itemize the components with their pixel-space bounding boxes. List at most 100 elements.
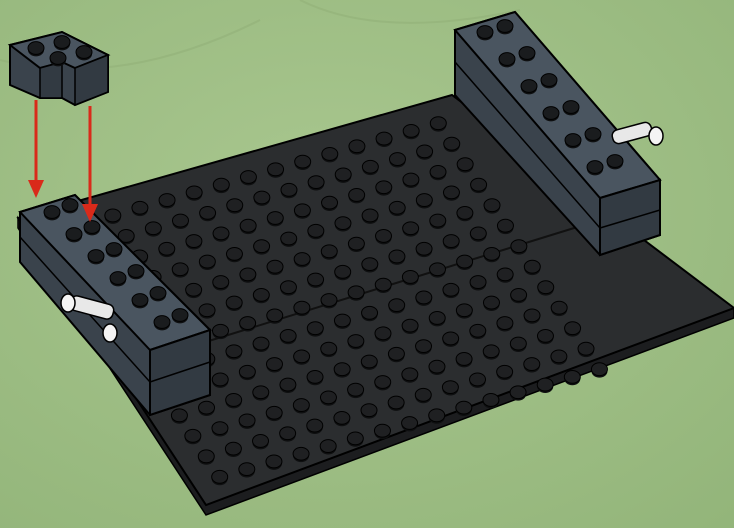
stud-top — [587, 161, 603, 174]
stud-top — [321, 245, 337, 258]
stud-top — [402, 271, 418, 284]
stud-top — [254, 191, 270, 204]
stud-top — [308, 176, 324, 189]
stud-top — [225, 442, 241, 455]
stud-top — [240, 317, 256, 330]
stud-top — [402, 417, 418, 430]
stud-top — [335, 168, 351, 181]
stud-top — [132, 294, 148, 307]
stud-top — [484, 247, 500, 260]
stud-top — [456, 401, 472, 414]
stud-top — [145, 222, 161, 235]
stud-top — [511, 288, 527, 301]
stud-top — [267, 212, 283, 225]
stud-top — [186, 186, 202, 199]
stud-top — [44, 206, 60, 219]
stud-top — [416, 194, 432, 207]
stud-top — [457, 255, 473, 268]
stud-top — [430, 214, 446, 227]
stud-top — [417, 145, 433, 158]
stud-top — [537, 329, 553, 342]
stud-top — [294, 253, 310, 266]
stud-top — [84, 221, 100, 234]
stud-top — [240, 171, 256, 184]
stud-top — [293, 447, 309, 460]
stud-top — [254, 240, 270, 253]
stud-top — [521, 80, 537, 93]
stud-top — [497, 219, 513, 232]
stud-top — [497, 20, 513, 33]
stud-top — [524, 309, 540, 322]
stud-top — [105, 209, 121, 222]
stud-top — [375, 376, 391, 389]
stud-top — [470, 373, 486, 386]
stud-top — [62, 199, 78, 212]
stud-top — [551, 301, 567, 314]
stud-top — [362, 160, 378, 173]
stud-top — [457, 206, 473, 219]
stud-top — [443, 283, 459, 296]
stud-top — [348, 237, 364, 250]
stud-top — [280, 378, 296, 391]
stud-top — [307, 322, 323, 335]
stud-top — [484, 199, 500, 212]
stud-top — [110, 272, 126, 285]
stud-top — [349, 189, 365, 202]
stud-top — [470, 324, 486, 337]
stud-top — [154, 316, 170, 329]
stud-top — [416, 242, 432, 255]
stud-top — [497, 365, 513, 378]
stud-top — [227, 199, 243, 212]
stud-top — [389, 299, 405, 312]
stud-top — [347, 432, 363, 445]
stud-top — [430, 263, 446, 276]
stud-top — [253, 337, 269, 350]
stud-top — [200, 206, 216, 219]
stud-top — [199, 401, 215, 414]
stud-top — [172, 263, 188, 276]
stud-top — [308, 273, 324, 286]
stud-top — [388, 347, 404, 360]
stud-top — [267, 309, 283, 322]
stud-top — [281, 183, 297, 196]
stud-top — [240, 268, 256, 281]
stud-top — [132, 201, 148, 214]
stud-top — [415, 388, 431, 401]
stud-top — [172, 214, 188, 227]
stud-top — [471, 178, 487, 191]
stud-top — [389, 250, 405, 263]
stud-top — [403, 173, 419, 186]
stud-top — [483, 296, 499, 309]
stud-top — [320, 440, 336, 453]
stud-top — [212, 373, 228, 386]
stud-top — [511, 240, 527, 253]
stud-top — [76, 46, 92, 59]
stud-top — [388, 396, 404, 409]
stud-top — [281, 232, 297, 245]
stud-top — [483, 345, 499, 358]
stud-top — [199, 304, 215, 317]
stud-top — [551, 350, 567, 363]
stud-top — [226, 394, 242, 407]
stud-top — [537, 378, 553, 391]
stud-top — [348, 383, 364, 396]
stud-top — [294, 301, 310, 314]
stud-top — [213, 178, 229, 191]
stud-top — [348, 286, 364, 299]
stud-top — [443, 235, 459, 248]
stud-top — [565, 134, 581, 147]
stud-top — [429, 360, 445, 373]
stud-top — [307, 419, 323, 432]
stud-top — [253, 386, 269, 399]
stud-top — [456, 353, 472, 366]
stud-top — [159, 194, 175, 207]
stud-top — [375, 278, 391, 291]
stud-top — [335, 217, 351, 230]
stud-top — [171, 409, 187, 422]
stud-top — [362, 258, 378, 271]
stud-top — [429, 409, 445, 422]
stud-top — [443, 332, 459, 345]
stud-top — [456, 304, 472, 317]
stud-top — [483, 394, 499, 407]
stud-top — [280, 281, 296, 294]
